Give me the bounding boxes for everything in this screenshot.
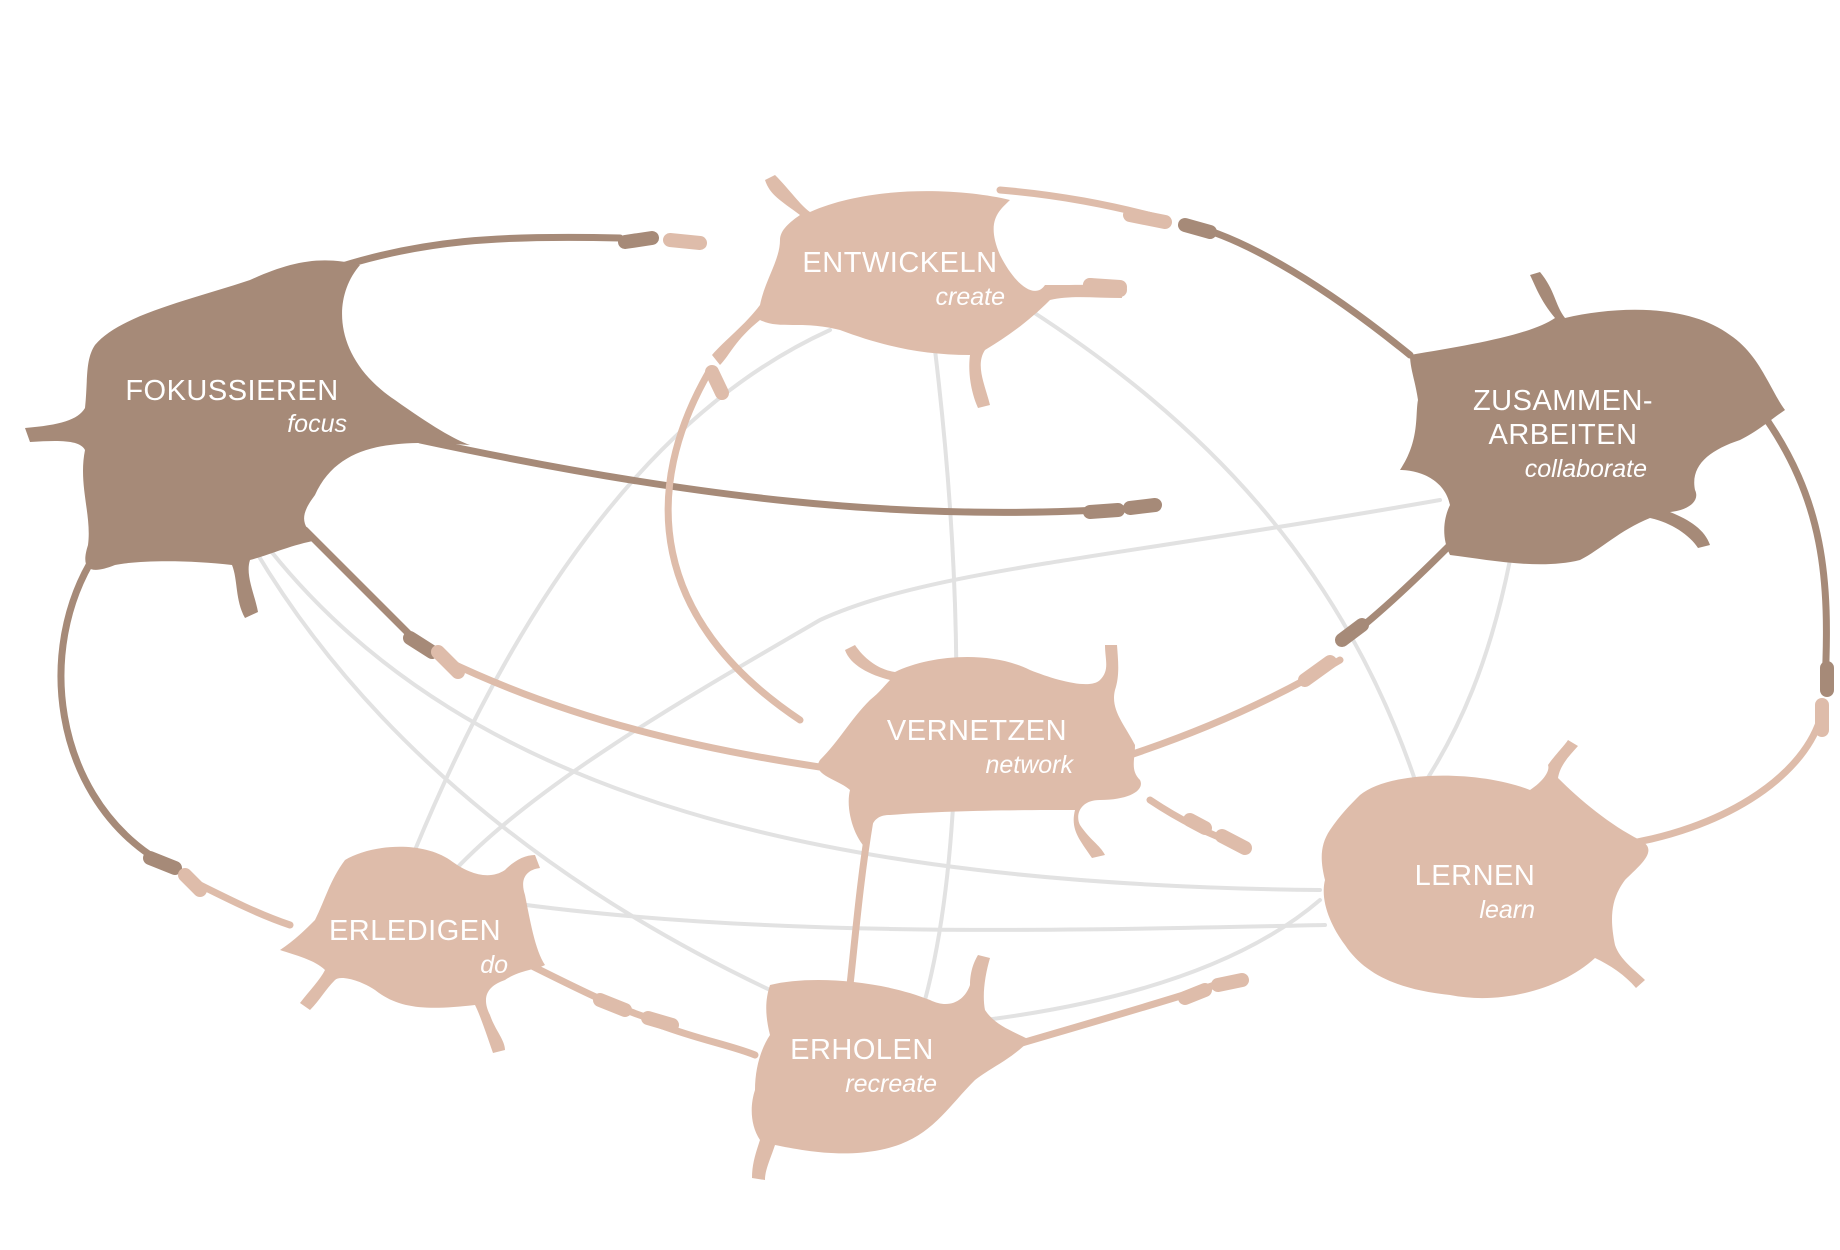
link-lernen-zusammenarbeiten: [1616, 716, 1824, 849]
node-blob: [1400, 272, 1785, 565]
connector-end: [705, 365, 729, 400]
node-title: LERNEN: [1415, 860, 1536, 892]
connector-end: [1123, 208, 1172, 229]
node-title: VERNETZEN: [887, 715, 1067, 747]
node-title: FOKUSSIEREN: [125, 375, 338, 407]
dark-connections: [57, 221, 1830, 859]
link-fokussieren-vernetzen: [301, 526, 419, 644]
node-vernetzen[interactable]: VERNETZEN network: [817, 645, 1141, 858]
node-entwickeln[interactable]: ENTWICKELN create: [712, 175, 1122, 408]
node-subtitle: create: [936, 283, 1005, 311]
node-erledigen[interactable]: ERLEDIGEN do: [280, 846, 545, 1053]
grey-link: [253, 548, 772, 992]
grey-link: [413, 328, 832, 852]
node-blob: [1321, 740, 1649, 999]
connector-end: [1178, 983, 1212, 1005]
grey-link: [1028, 308, 1417, 782]
grey-link: [488, 898, 1327, 932]
node-zusammenarbeiten[interactable]: ZUSAMMEN- ARBEITEN collaborate: [1400, 272, 1785, 565]
connector-end: [431, 645, 465, 679]
node-subtitle: collaborate: [1525, 455, 1647, 483]
link-zusammenarbeiten-entwickeln: [1186, 221, 1414, 359]
node-subtitle: recreate: [845, 1070, 937, 1098]
node-blob: [817, 645, 1141, 858]
connector-end: [1183, 813, 1212, 835]
node-title: ZUSAMMEN-: [1473, 385, 1653, 417]
node-erholen[interactable]: ERHOLEN recreate: [751, 955, 1030, 1180]
grey-link: [453, 498, 1442, 872]
node-blob: [25, 260, 470, 618]
connector-end: [1215, 829, 1252, 855]
connector-end: [1083, 503, 1125, 519]
link-fokussieren-entwickeln: [326, 233, 624, 274]
node-blob: [712, 175, 1122, 408]
link-erledigen-erholen: [526, 961, 659, 1024]
background-connections: [253, 308, 1512, 1022]
node-fokussieren[interactable]: FOKUSSIEREN focus: [25, 260, 470, 618]
connector-end: [178, 868, 207, 897]
node-lernen[interactable]: LERNEN learn: [1321, 740, 1649, 999]
node-title: ENTWICKELN: [802, 247, 997, 279]
connector-end: [1298, 655, 1337, 687]
node-subtitle: network: [985, 751, 1074, 779]
node-subtitle: learn: [1479, 896, 1535, 924]
node-blob: [280, 846, 545, 1053]
connector-end: [663, 233, 707, 250]
connector-end: [593, 993, 632, 1017]
link-entwickeln-vernetzen: [664, 366, 804, 724]
node-title: ERLEDIGEN: [329, 915, 501, 947]
connector-end: [143, 851, 182, 875]
node-blob: [751, 955, 1030, 1180]
dark-connector-ends: [143, 218, 1834, 875]
connector-end: [1123, 498, 1162, 515]
connector-end: [618, 231, 659, 249]
link-fokussieren-erledigen: [57, 551, 154, 859]
connector-end: [403, 631, 439, 659]
node-title-line2: ARBEITEN: [1488, 419, 1637, 451]
node-subtitle: focus: [287, 410, 347, 438]
connector-end: [1335, 618, 1369, 647]
connector-end: [1178, 218, 1217, 239]
connector-end: [641, 1011, 679, 1032]
connector-end: [1211, 973, 1249, 992]
node-subtitle: do: [480, 951, 508, 979]
grey-link: [983, 898, 1322, 1022]
grey-link: [1418, 558, 1512, 792]
grey-link: [268, 548, 1322, 892]
link-fokussieren-zusammenarbeiten: [416, 436, 1104, 516]
link-zusammenarbeiten-lernen: [1756, 406, 1830, 689]
link-vernetzen-fokussieren: [441, 656, 844, 774]
node-title: ERHOLEN: [790, 1034, 934, 1066]
